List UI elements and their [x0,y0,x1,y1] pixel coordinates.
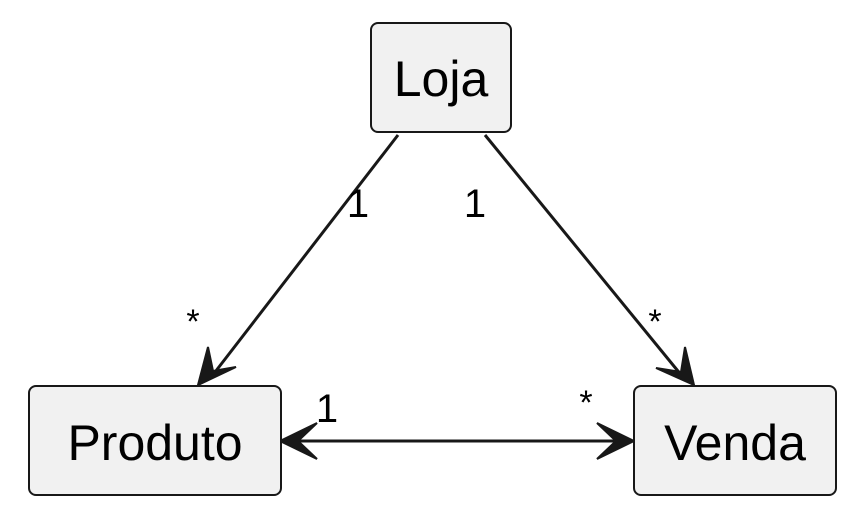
edge-loja-produto-line [210,134,400,377]
mult-loja-produto-target: * [186,303,199,341]
edge-loja-venda-line [483,134,684,377]
node-venda[interactable]: Venda [633,385,837,496]
node-loja-box [370,22,512,133]
node-loja-label: Loja [394,51,489,107]
edge-produto-venda [277,422,637,460]
mult-loja-produto-source: 1 [347,182,369,226]
arrow-head-venda-side [596,422,637,460]
arrow-head-produto [196,346,237,387]
mult-loja-venda-target: * [648,303,661,341]
node-produto[interactable]: Produto [28,385,282,496]
mult-loja-venda-source: 1 [464,182,486,226]
mult-produto-venda-source: 1 [316,387,338,431]
edge-loja-venda [483,134,696,387]
node-venda-box [633,385,837,496]
node-loja[interactable]: Loja [370,22,512,133]
node-produto-label: Produto [67,415,242,471]
arrow-head-venda [655,346,696,387]
mult-produto-venda-target: * [579,384,592,422]
edge-loja-produto [196,134,400,387]
arrow-head-produto-side [277,422,318,460]
node-produto-box [28,385,282,496]
node-venda-label: Venda [664,415,806,471]
